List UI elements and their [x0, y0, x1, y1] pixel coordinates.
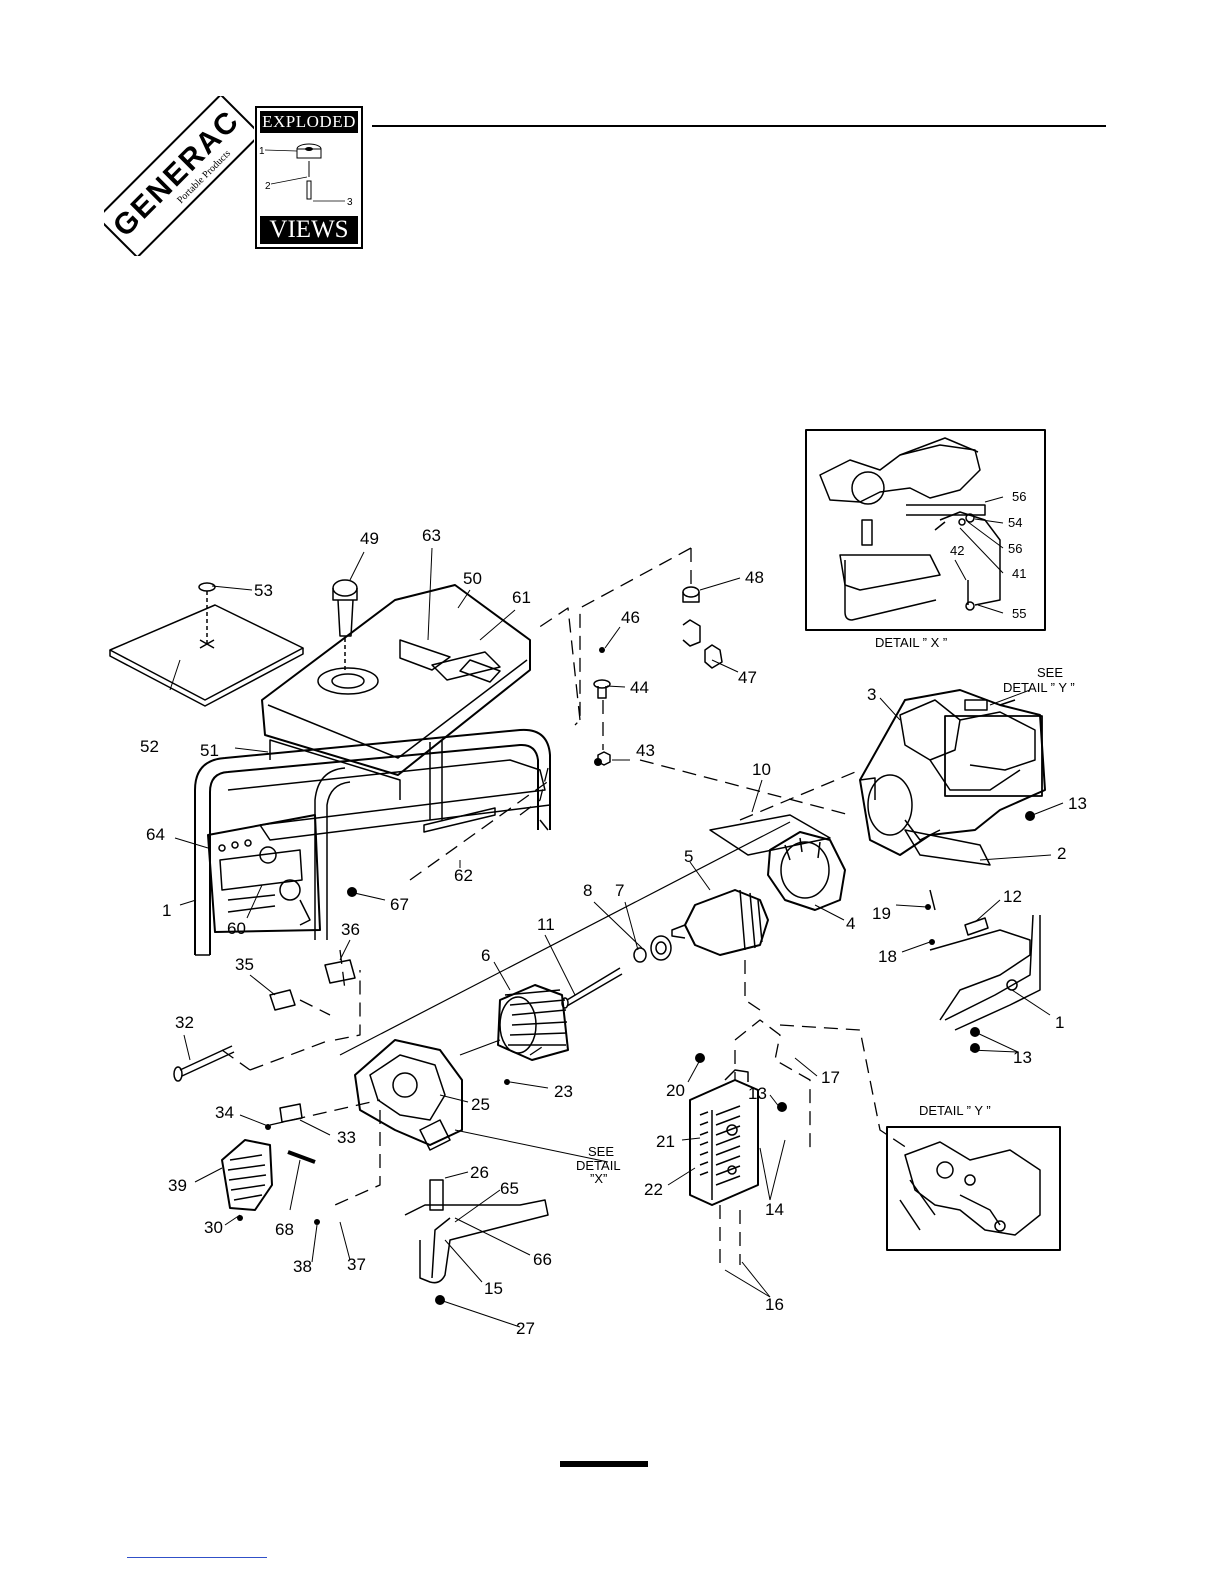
assembly-lines: [222, 548, 910, 1270]
callout-60: 60: [227, 919, 246, 938]
callout-44: 44: [630, 678, 649, 697]
callout-61: 61: [512, 588, 531, 607]
callout-3: 3: [867, 685, 876, 704]
callout-20: 20: [666, 1081, 685, 1100]
callout-46: 46: [621, 608, 640, 627]
callout-64: 64: [146, 825, 165, 844]
callout-35: 35: [235, 955, 254, 974]
callout-51: 51: [200, 741, 219, 760]
callout-13-box: 13: [748, 1084, 767, 1103]
detail-x-caption: DETAIL ” X ”: [875, 635, 947, 650]
callout-43: 43: [636, 741, 655, 760]
callout-39: 39: [168, 1176, 187, 1195]
callout-1-right: 1: [1055, 1013, 1064, 1032]
callout-10: 10: [752, 760, 771, 779]
fan-adapter: [768, 832, 845, 910]
callout-68: 68: [275, 1220, 294, 1239]
detail-x-callout-41: 41: [1012, 566, 1026, 581]
control-panel: [208, 815, 320, 932]
detail-x-callout-55: 55: [1012, 606, 1026, 621]
callout-65: 65: [500, 1179, 519, 1198]
callout-25: 25: [471, 1095, 490, 1114]
callout-47: 47: [738, 668, 757, 687]
fan-housing: [355, 1040, 462, 1150]
callout-50: 50: [463, 569, 482, 588]
callout-12: 12: [1003, 887, 1022, 906]
callout-62: 62: [454, 866, 473, 885]
callout-48: 48: [745, 568, 764, 587]
callout-63: 63: [422, 526, 441, 545]
axis-stator: [460, 1040, 500, 1055]
callout-5: 5: [684, 847, 693, 866]
callout-32: 32: [175, 1013, 194, 1032]
see-detail-x-line3: ”X”: [590, 1171, 607, 1186]
callout-19: 19: [872, 904, 891, 923]
see-detail-y-line2: DETAIL ” Y ”: [1003, 680, 1075, 695]
engine: [860, 690, 1045, 855]
panel-52: [110, 583, 303, 706]
callout-36: 36: [341, 920, 360, 939]
bottom-link-rule[interactable]: [127, 1557, 267, 1558]
callout-21: 21: [656, 1132, 675, 1151]
stator: [498, 985, 568, 1060]
callout-4: 4: [846, 914, 855, 933]
detail-x-callout-42: 42: [950, 543, 964, 558]
callout-52: 52: [140, 737, 159, 756]
detail-x-callout-56b: 56: [1008, 541, 1022, 556]
callout-7: 7: [615, 881, 624, 900]
callout-15: 15: [484, 1279, 503, 1298]
callout-26: 26: [470, 1163, 489, 1182]
detail-x-callout-56a: 56: [1012, 489, 1026, 504]
grill: [222, 1104, 315, 1210]
callout-16: 16: [765, 1295, 784, 1314]
detail-y-caption: DETAIL ” Y ”: [919, 1103, 991, 1118]
callout-6: 6: [481, 946, 490, 965]
detail-y-marker: [945, 716, 1042, 796]
page-number-bar: [560, 1461, 648, 1467]
callout-18: 18: [878, 947, 897, 966]
callout-34: 34: [215, 1103, 234, 1122]
callout-14: 14: [765, 1200, 784, 1219]
callout-27: 27: [516, 1319, 535, 1338]
callout-30: 30: [204, 1218, 223, 1237]
callout-49: 49: [360, 529, 379, 548]
callout-38: 38: [293, 1257, 312, 1276]
callout-33: 33: [337, 1128, 356, 1147]
callout-66: 66: [533, 1250, 552, 1269]
callout-53: 53: [254, 581, 273, 600]
rotor-assembly: [562, 890, 768, 1008]
callout-22: 22: [644, 1180, 663, 1199]
fuel-cap: [333, 580, 357, 670]
callout-67: 67: [390, 895, 409, 914]
detail-x-inset: [806, 430, 1045, 630]
see-detail-y-line1: SEE: [1037, 665, 1063, 680]
detail-x-callout-54: 54: [1008, 515, 1022, 530]
callout-17: 17: [821, 1068, 840, 1087]
callout-8: 8: [583, 881, 592, 900]
engine-base-right: [905, 830, 1040, 1030]
fuel-tank: [262, 585, 530, 800]
see-detail-x-line1: SEE: [588, 1144, 614, 1159]
callout-13-base: 13: [1013, 1048, 1032, 1067]
callout-13-engine: 13: [1068, 794, 1087, 813]
callout-11: 11: [537, 915, 555, 934]
callout-2: 2: [1057, 844, 1066, 863]
callout-1-frame: 1: [162, 901, 171, 920]
lower-cradle: [405, 1180, 548, 1283]
frame-tube: [195, 730, 550, 955]
through-bolt: [174, 1046, 234, 1081]
callout-37: 37: [347, 1255, 366, 1274]
callout-23: 23: [554, 1082, 573, 1101]
detail-y-inset: [887, 1127, 1060, 1250]
